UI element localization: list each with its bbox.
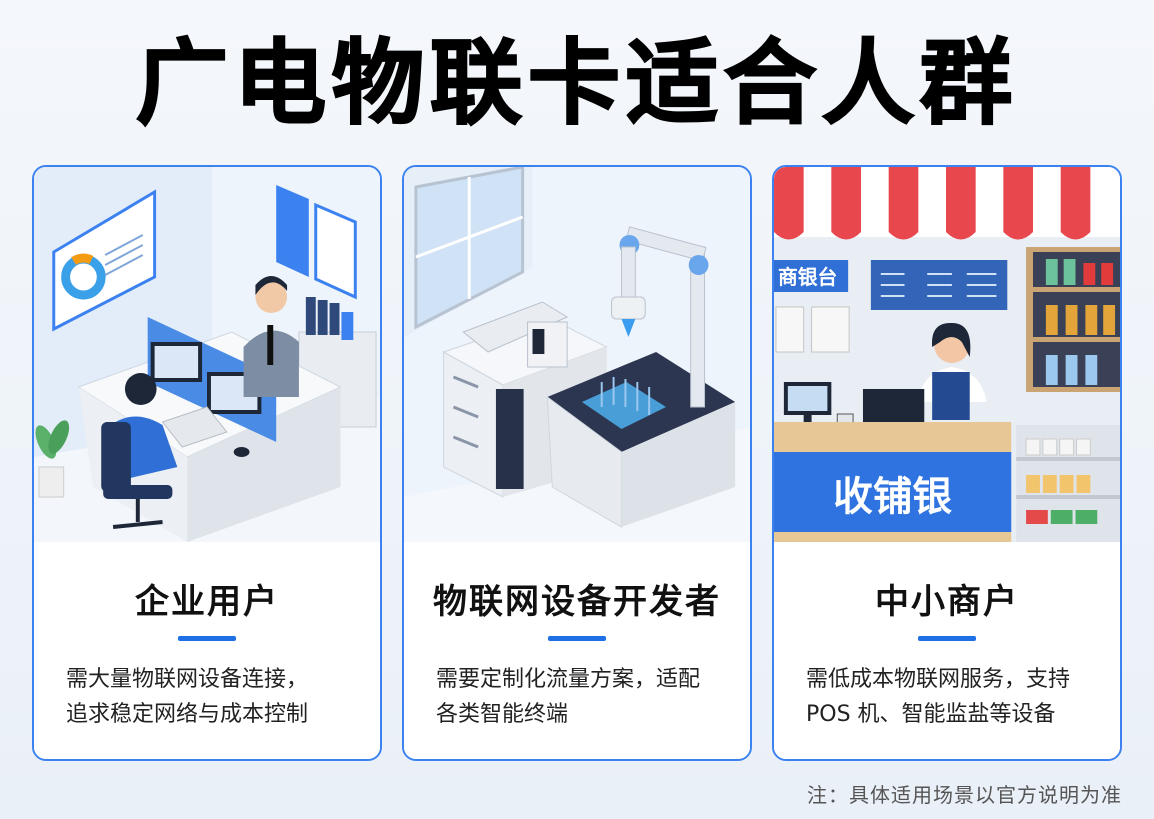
card-description: 需低成本物联网服务，支持 POS 机、智能监盐等设备: [806, 662, 1100, 732]
audience-card-iot-developer: 物联网设备开发者 需要定制化流量方案，适配 各类智能终端: [402, 165, 752, 761]
card-title: 中小商户: [875, 582, 1019, 622]
description-line: 各类智能终端: [436, 702, 569, 727]
lab-illustration: [404, 167, 750, 542]
title-underline: [178, 636, 236, 641]
description-line: 需大量物联网设备连接，: [66, 667, 309, 692]
audience-card-small-merchant: 商银台 收铺: [772, 165, 1122, 761]
description-line: 需低成本物联网服务，支持: [806, 667, 1071, 692]
card-description: 需要定制化流量方案，适配 各类智能终端: [436, 662, 730, 732]
audience-card-enterprise: 企业用户 需大量物联网设备连接， 追求稳定网络与成本控制: [32, 165, 382, 761]
description-line: 追求稳定网络与成本控制: [66, 702, 309, 727]
card-body: 物联网设备开发者 需要定制化流量方案，适配 各类智能终端: [404, 542, 750, 759]
card-title: 物联网设备开发者: [433, 582, 721, 622]
description-line: POS 机、智能监盐等设备: [806, 702, 1056, 727]
footer-note: 注：具体适用场景以官方说明为准: [807, 783, 1122, 807]
office-illustration: [34, 167, 380, 542]
cashier-sign-text: 商银台: [778, 266, 837, 289]
title-underline: [548, 636, 606, 641]
card-body: 企业用户 需大量物联网设备连接， 追求稳定网络与成本控制: [34, 542, 380, 759]
shop-illustration: 商银台 收铺: [774, 167, 1120, 542]
card-title: 企业用户: [135, 582, 279, 622]
card-description: 需大量物联网设备连接， 追求稳定网络与成本控制: [66, 662, 360, 732]
title-underline: [918, 636, 976, 641]
description-line: 需要定制化流量方案，适配: [436, 667, 701, 692]
counter-sign-text: 收铺银: [833, 474, 952, 520]
card-body: 中小商户 需低成本物联网服务，支持 POS 机、智能监盐等设备: [774, 542, 1120, 759]
page-title: 广电物联卡适合人群: [135, 29, 1018, 138]
